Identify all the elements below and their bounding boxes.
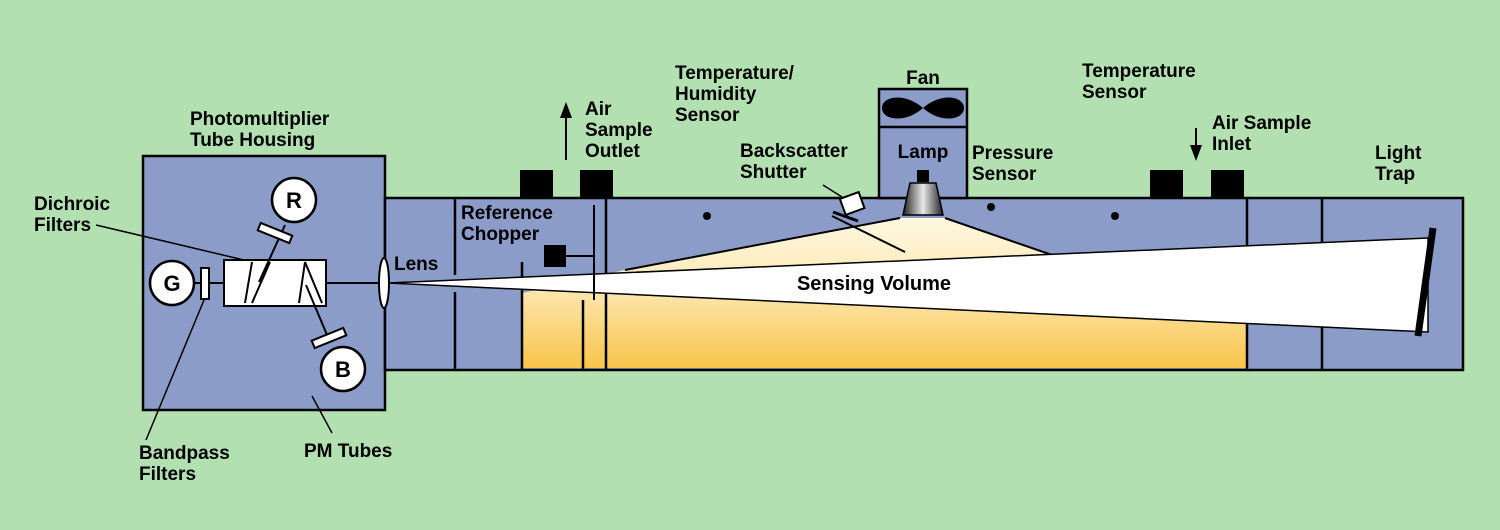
light-trap-bar <box>1414 227 1437 337</box>
fan-blade-icon <box>882 97 964 119</box>
label-bandpass-filters: Bandpass Filters <box>139 443 235 485</box>
pm-tube-r <box>270 176 318 224</box>
label-pm-tubes: PM Tubes <box>304 441 392 462</box>
label-backscatter-shutter: Backscatter Shutter <box>740 141 853 183</box>
label-sensing-volume: Sensing Volume <box>797 273 951 295</box>
label-dichroic-filters: Dichroic Filters <box>34 194 115 236</box>
label-temperature-humidity-sensor: Temperature/ Humidity Sensor <box>675 63 799 126</box>
label-air-sample-outlet: Air Sample Outlet <box>585 99 658 162</box>
label-lamp: Lamp <box>898 142 949 163</box>
tube-r-letter: R <box>286 188 302 213</box>
label-lens: Lens <box>394 254 438 275</box>
label-air-sample-inlet: Air Sample Inlet <box>1212 113 1317 155</box>
label-light-trap: Light Trap <box>1375 143 1427 185</box>
label-pressure-sensor: Pressure Sensor <box>972 143 1059 185</box>
backscatter-shutter-box <box>838 190 866 217</box>
pm-tube-b <box>319 345 367 393</box>
label-temperature-sensor: Temperature Sensor <box>1082 61 1201 103</box>
label-pmt-housing: Photomultiplier Tube Housing <box>190 109 335 151</box>
tube-b-letter: B <box>335 357 351 382</box>
dichroic-filter-box <box>223 259 327 307</box>
lamp-bulb <box>902 182 944 216</box>
temp-humidity-sensor-dot <box>703 212 711 220</box>
tube-g-letter: G <box>163 271 180 296</box>
label-reference-chopper: Reference Chopper <box>461 203 558 245</box>
lens <box>378 257 390 309</box>
temp-sensor-dot <box>1111 212 1119 220</box>
reference-chopper <box>544 245 566 267</box>
bandpass-filter-g <box>200 267 210 300</box>
label-fan: Fan <box>906 68 940 89</box>
pm-tube-g <box>148 259 196 307</box>
pressure-sensor-dot <box>987 203 995 211</box>
